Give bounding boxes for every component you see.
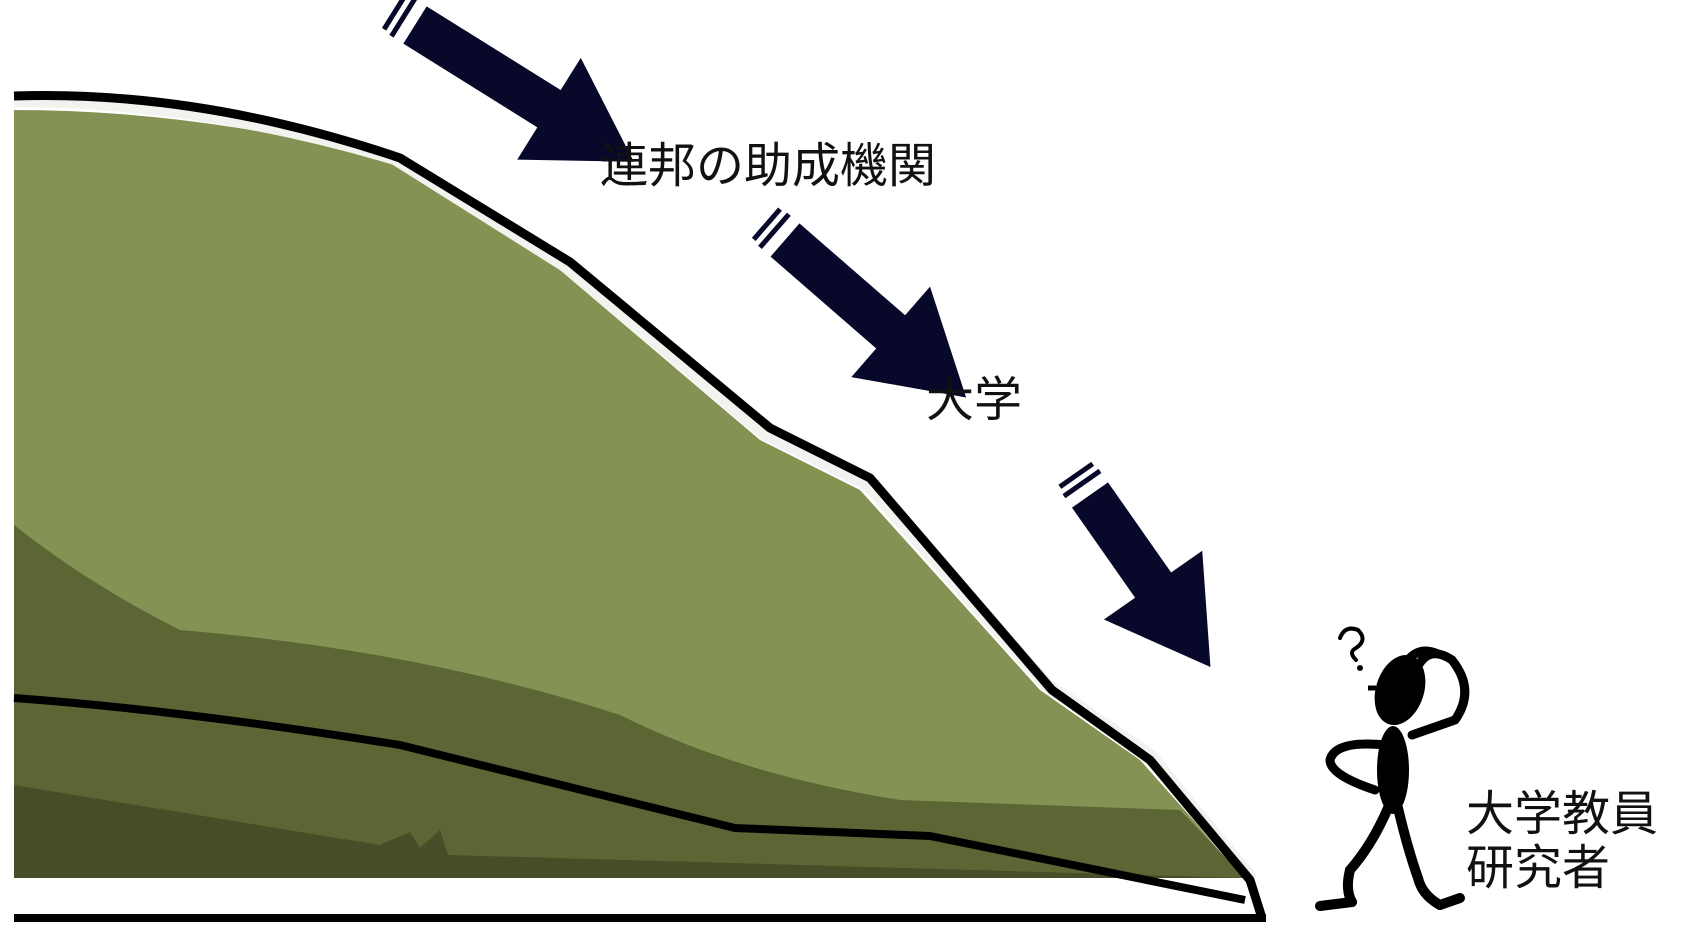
down-right-arrow-icon xyxy=(1058,461,1211,668)
hill-bottom-layer xyxy=(14,785,1245,878)
federal-agency-label: 連邦の助成機関 xyxy=(600,138,937,194)
researcher-label: 研究者 xyxy=(1466,839,1611,896)
faculty-researcher-label: 大学教員 研究者 xyxy=(1466,786,1659,896)
hill xyxy=(13,91,1267,922)
down-right-arrow-icon xyxy=(381,0,634,162)
faculty-label: 大学教員 xyxy=(1466,786,1659,842)
hill-middle-layer xyxy=(14,525,1245,878)
hill-ridge-line xyxy=(13,694,1246,904)
confused-stick-figure-icon xyxy=(1315,626,1470,911)
down-right-arrow-icon xyxy=(751,207,967,398)
university-label: 大学 xyxy=(926,372,1023,428)
hill-outline xyxy=(13,91,1267,920)
hill-highlight xyxy=(13,93,1258,885)
